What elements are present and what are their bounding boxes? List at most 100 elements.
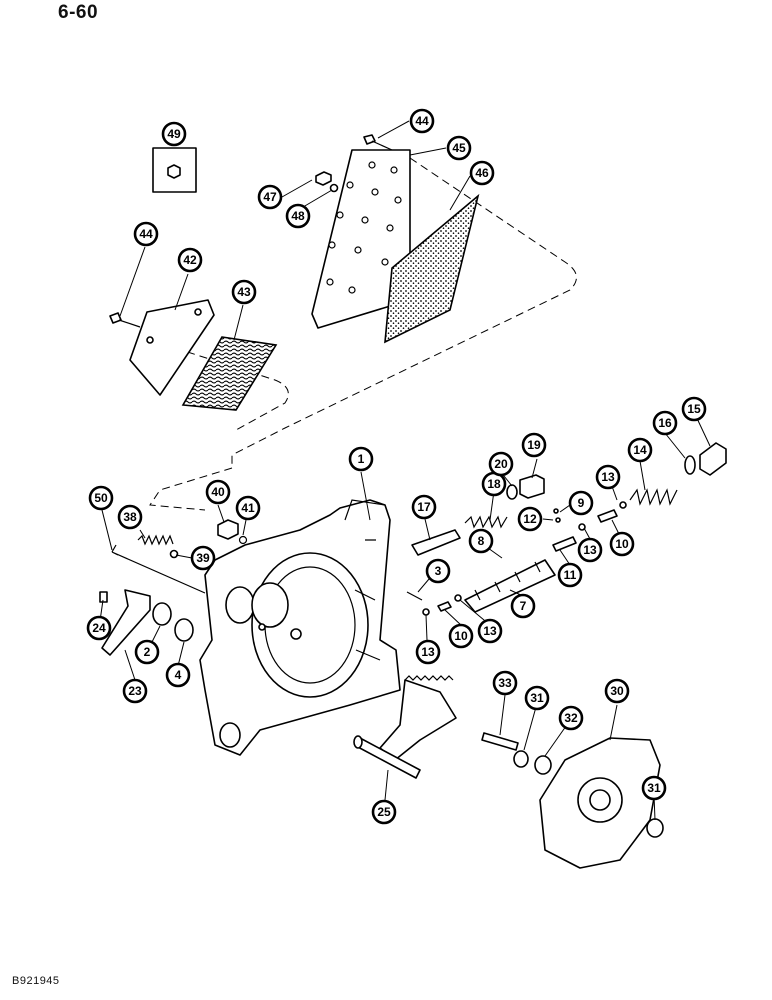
- callout-16: 16: [652, 410, 678, 436]
- callout-2: 2: [134, 639, 160, 665]
- callout-4: 4: [165, 662, 191, 688]
- svg-text:39: 39: [196, 551, 210, 565]
- svg-text:10: 10: [615, 537, 629, 551]
- svg-text:30: 30: [610, 684, 624, 698]
- svg-text:11: 11: [564, 568, 577, 582]
- callout-13: 13: [477, 618, 503, 644]
- callout-17: 17: [411, 494, 437, 520]
- valve-17: [411, 529, 461, 556]
- svg-text:9: 9: [578, 496, 585, 510]
- svg-text:32: 32: [564, 711, 578, 725]
- svg-text:42: 42: [183, 253, 197, 267]
- bushing-31b: [646, 818, 664, 838]
- svg-text:3: 3: [435, 564, 442, 578]
- callout-32: 32: [558, 705, 584, 731]
- callout-31: 31: [524, 685, 550, 711]
- callout-13: 13: [595, 464, 621, 490]
- plug-40: [217, 519, 239, 540]
- sector-shaft-25: [353, 675, 457, 779]
- svg-text:19: 19: [527, 438, 541, 452]
- svg-text:7: 7: [520, 599, 527, 613]
- svg-text:50: 50: [94, 491, 108, 505]
- callout-18: 18: [481, 471, 507, 497]
- callout-10: 10: [609, 531, 635, 557]
- figure-code: B921945: [12, 975, 60, 987]
- small-cover: [129, 299, 215, 396]
- callout-15: 15: [681, 396, 707, 422]
- page-number: 6-60: [58, 2, 99, 23]
- oring-20: [506, 484, 518, 500]
- callout-13: 13: [577, 537, 603, 563]
- callout-38: 38: [117, 504, 143, 530]
- svg-text:44: 44: [415, 114, 429, 128]
- callout-24: 24: [86, 615, 112, 641]
- svg-text:4: 4: [175, 668, 182, 682]
- seal-2: [152, 602, 172, 626]
- oring-41: [238, 535, 248, 545]
- svg-text:1: 1: [358, 452, 365, 466]
- washer-48: [329, 183, 339, 193]
- ball-13: [422, 608, 430, 616]
- plug-19: [519, 474, 545, 499]
- svg-text:40: 40: [211, 485, 225, 499]
- oring-16: [684, 455, 696, 475]
- svg-text:25: 25: [377, 805, 391, 819]
- callout-46: 46: [469, 160, 495, 186]
- svg-text:15: 15: [687, 402, 701, 416]
- callout-40: 40: [205, 479, 231, 505]
- svg-text:33: 33: [498, 676, 512, 690]
- callout-8: 8: [468, 528, 494, 554]
- bearing-4: [174, 618, 194, 642]
- pin-3: [406, 591, 423, 601]
- callout-23: 23: [122, 678, 148, 704]
- svg-text:12: 12: [523, 512, 537, 526]
- callout-45: 45: [446, 135, 472, 161]
- callout-44: 44: [133, 221, 159, 247]
- callout-39: 39: [190, 545, 216, 571]
- callout-7: 7: [510, 593, 536, 619]
- svg-text:13: 13: [583, 543, 597, 557]
- svg-text:38: 38: [123, 510, 137, 524]
- valve-housing: [199, 499, 401, 756]
- callout-33: 33: [492, 670, 518, 696]
- svg-text:20: 20: [494, 457, 508, 471]
- svg-text:48: 48: [291, 209, 305, 223]
- svg-text:17: 17: [417, 500, 431, 514]
- svg-text:10: 10: [454, 629, 468, 643]
- long-bolt-50: [111, 544, 206, 594]
- svg-text:31: 31: [647, 781, 661, 795]
- spool-7: [464, 559, 556, 613]
- assembly-path: [149, 339, 289, 431]
- gasket-large: [384, 193, 480, 344]
- pin-11: [552, 536, 577, 552]
- plug-47: [315, 171, 332, 186]
- svg-text:31: 31: [530, 691, 544, 705]
- svg-text:14: 14: [633, 443, 647, 457]
- pin-24: [99, 591, 108, 603]
- pointer-8: [487, 547, 503, 559]
- callout-48: 48: [285, 203, 311, 229]
- callout-50: 50: [88, 485, 114, 511]
- svg-text:13: 13: [421, 645, 435, 659]
- plug-detail: [152, 147, 197, 193]
- assembly-path: [149, 467, 233, 511]
- callout-30: 30: [604, 678, 630, 704]
- callout-43: 43: [231, 279, 257, 305]
- svg-text:18: 18: [487, 477, 501, 491]
- callout-3: 3: [425, 558, 451, 584]
- ball-39: [169, 549, 179, 559]
- callout-11: 11: [557, 562, 583, 588]
- svg-text:16: 16: [658, 416, 672, 430]
- plug-15: [699, 442, 727, 476]
- callout-9: 9: [568, 490, 594, 516]
- callout-41: 41: [235, 495, 261, 521]
- svg-text:13: 13: [483, 624, 497, 638]
- callout-49: 49: [161, 121, 187, 147]
- callout-1: 1: [348, 446, 374, 472]
- bushing-31: [513, 750, 529, 768]
- plunger-10b: [597, 509, 618, 523]
- svg-text:47: 47: [263, 190, 277, 204]
- callout-25: 25: [371, 799, 397, 825]
- callout-13: 13: [415, 639, 441, 665]
